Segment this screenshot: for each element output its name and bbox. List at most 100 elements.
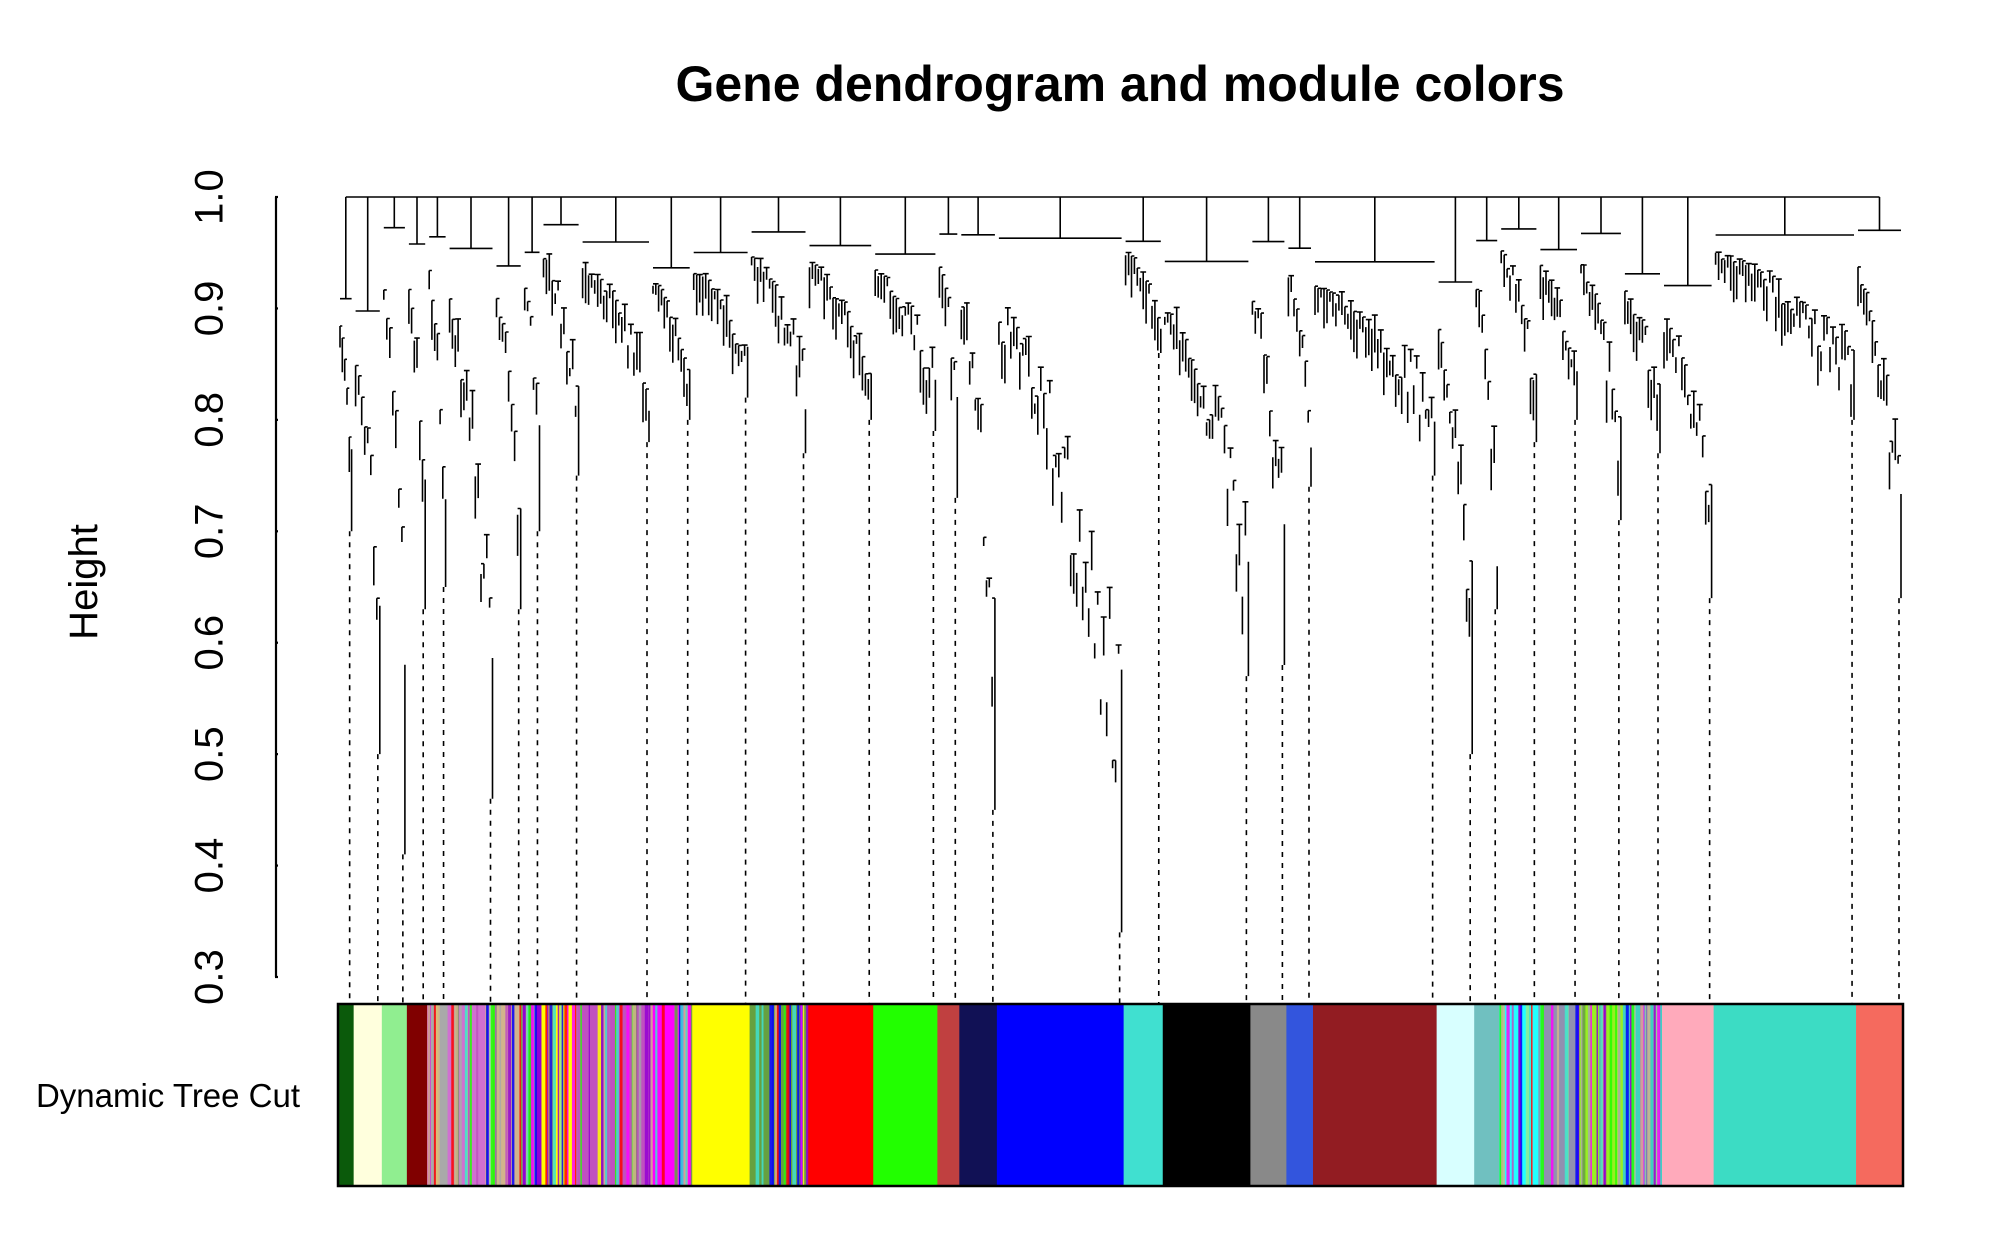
module-stripe [527,1004,530,1186]
module-stripe [588,1004,593,1186]
module-stripe [564,1004,568,1186]
module-color-block [338,1004,355,1186]
module-stripe [774,1004,778,1186]
module-stripe [1540,1004,1544,1186]
module-stripe [528,1004,532,1186]
module-stripe [778,1004,781,1186]
chart-title: Gene dendrogram and module colors [675,56,1564,112]
module-stripe [1525,1004,1530,1186]
module-stripe [545,1004,548,1186]
y-tick-label: 0.8 [188,392,232,448]
module-stripe [511,1004,515,1186]
module-stripe [806,1004,809,1186]
module-color-block [1661,1004,1715,1186]
y-tick-label: 0.4 [188,838,232,894]
module-color-block [937,1004,960,1186]
module-stripe [619,1004,623,1186]
module-stripe [520,1004,523,1186]
module-color-block [1436,1004,1475,1186]
module-stripe [607,1004,611,1186]
module-stripe [1556,1004,1560,1186]
module-stripe [576,1004,580,1186]
module-stripe [519,1004,522,1186]
module-stripe [534,1004,537,1186]
module-stripe [451,1004,455,1186]
module-stripe [427,1004,431,1186]
module-stripe [1617,1004,1621,1186]
module-stripe [433,1004,436,1186]
module-stripe [557,1004,560,1186]
module-stripe [1645,1004,1648,1186]
module-stripe [755,1004,760,1186]
module-stripe [797,1004,800,1186]
module-stripe [549,1004,553,1186]
module-stripe [1506,1004,1510,1186]
module-stripe [634,1004,638,1186]
module-stripe [476,1004,479,1186]
color-band-border [336,1002,1905,1188]
y-axis-label: Height [62,524,106,640]
module-stripe [1587,1004,1591,1186]
module-stripe [525,1004,529,1186]
color-row-label: Dynamic Tree Cut [36,1077,300,1114]
module-stripe [494,1004,497,1186]
module-stripe [1625,1004,1629,1186]
module-stripe [1575,1004,1579,1186]
module-stripe [1657,1004,1661,1186]
module-stripe [1599,1004,1603,1186]
module-color-block [1312,1004,1438,1186]
module-stripe [690,1004,693,1186]
module-stripe [530,1004,535,1186]
module-stripe [648,1004,652,1186]
module-stripe [486,1004,489,1186]
module-stripe [508,1004,512,1186]
module-stripe [490,1004,495,1186]
module-stripe [469,1004,472,1186]
module-stripe [1582,1004,1586,1186]
dendrogram-branches [339,196,1902,933]
module-stripe [802,1004,805,1186]
module-stripe [1603,1004,1607,1186]
module-color-block [1713,1004,1857,1186]
module-stripe [1519,1004,1521,1186]
module-stripe [1653,1004,1658,1186]
module-stripe [489,1004,493,1186]
module-stripe [655,1004,658,1186]
module-color-block [1856,1004,1904,1186]
module-stripe [772,1004,774,1186]
module-stripe [454,1004,458,1186]
module-stripe [1511,1004,1514,1186]
module-stripe [552,1004,556,1186]
module-stripe [616,1004,619,1186]
module-stripe [792,1004,797,1186]
y-tick-label: 1.0 [188,169,232,225]
module-stripe [1640,1004,1644,1186]
module-stripe [644,1004,649,1186]
module-color-block [996,1004,1125,1186]
module-color-band [336,1002,1905,1188]
module-stripe [1601,1004,1606,1186]
module-stripe [680,1004,684,1186]
module-stripe [436,1004,440,1186]
module-stripe [1550,1004,1554,1186]
module-color-block [1162,1004,1251,1186]
module-stripe [632,1004,637,1186]
module-stripe [783,1004,786,1186]
module-stripe [638,1004,642,1186]
module-stripe [800,1004,805,1186]
module-color-block [1250,1004,1287,1186]
module-stripe [1629,1004,1632,1186]
y-tick-label: 0.5 [188,726,232,782]
module-stripe [1520,1004,1523,1186]
module-color-block [807,1004,874,1186]
y-tick-label: 0.3 [188,949,232,1005]
module-stripe [464,1004,468,1186]
module-stripe [1531,1004,1533,1186]
module-stripe [547,1004,549,1186]
module-color-block [353,1004,383,1186]
y-axis: 0.30.40.50.60.70.80.91.0 [188,169,278,1005]
y-tick-label: 0.6 [188,615,232,671]
module-stripe [499,1004,502,1186]
module-stripe [603,1004,606,1186]
